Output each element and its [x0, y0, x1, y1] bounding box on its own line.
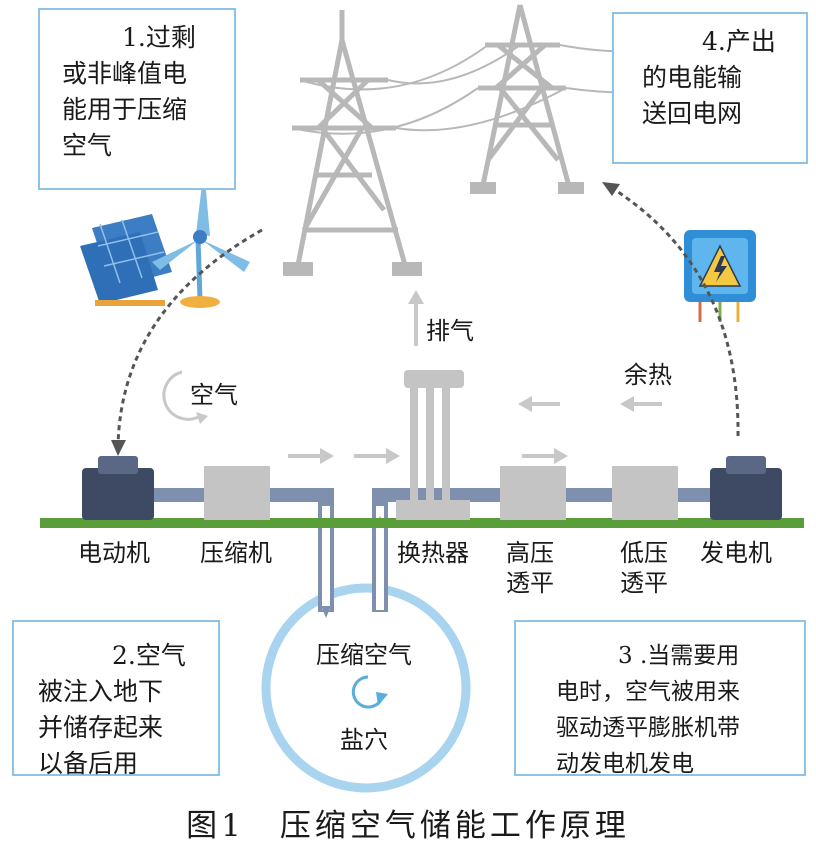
step3-line: 动发电机发电 [556, 751, 694, 777]
compressed-air-label: 压缩空气 [316, 641, 412, 669]
lp-turbine-label: 低压 透平 [620, 538, 668, 598]
heat-exchanger-machine [396, 370, 470, 520]
hp-turbine-machine [500, 466, 566, 520]
step1-line: 或非峰值电 [62, 59, 188, 88]
step1-line: 空气 [62, 131, 113, 160]
hp-turbine-label: 高压 透平 [506, 538, 554, 598]
step2-line: 并储存起来 [38, 713, 164, 742]
salt-cavern-circle [261, 583, 471, 793]
salt-cavern-label: 盐穴 [340, 726, 388, 754]
waste-heat-label: 余热 [624, 361, 672, 389]
step3-box: 3 .当需要用 电时，空气被用来 驱动透平膨胀机带 动发电机发电 [514, 620, 806, 777]
heat-exchanger-label: 换热器 [397, 539, 469, 567]
high-voltage-box-icon [684, 230, 756, 322]
rotation-arrow-icon [351, 675, 388, 709]
step4-line: 4.产出 [702, 27, 776, 56]
hp-turbine-label-line: 透平 [506, 569, 554, 597]
step2-line: 2.空气 [112, 641, 186, 670]
step3-line: 3 .当需要用 [618, 643, 740, 669]
motor-machine [82, 456, 154, 520]
generator-to-grid-arrow [611, 186, 740, 437]
lp-turbine-label-line: 低压 [620, 539, 668, 567]
lp-turbine-label-line: 透平 [620, 569, 668, 597]
step2-line: 以备后用 [38, 749, 139, 778]
compressor-machine [204, 466, 270, 520]
solar-panel-icon [80, 214, 172, 306]
air-label: 空气 [190, 381, 238, 409]
compressor-label: 压缩机 [200, 539, 272, 567]
step1-line: 能用于压缩 [62, 95, 188, 124]
hp-turbine-label-line: 高压 [506, 539, 554, 567]
generator-machine [710, 456, 782, 520]
figure-caption: 图1 压缩空气储能工作原理 [186, 808, 630, 844]
air-swirl-icon [162, 370, 201, 421]
power-to-motor-arrow [116, 228, 263, 449]
step1-line: 1.过剩 [122, 23, 196, 52]
step2-line: 被注入地下 [38, 677, 164, 706]
ground-line [40, 518, 804, 528]
flow-arrows [288, 290, 662, 464]
step4-line: 的电能输 [642, 63, 743, 92]
step3-line: 电时，空气被用来 [556, 679, 740, 705]
step2-box: 2.空气 被注入地下 并储存起来 以备后用 [12, 620, 220, 778]
generator-label: 发电机 [700, 539, 772, 567]
motor-label: 电动机 [78, 539, 150, 567]
step3-line: 驱动透平膨胀机带 [556, 715, 740, 741]
wind-turbine-icon [152, 168, 250, 308]
step1-box: 1.过剩 或非峰值电 能用于压缩 空气 [38, 8, 236, 190]
transmission-tower-icon [291, 4, 721, 266]
step4-line: 送回电网 [642, 99, 743, 128]
lp-turbine-machine [612, 466, 678, 520]
step4-box: 4.产出 的电能输 送回电网 [612, 12, 808, 164]
exhaust-label: 排气 [426, 317, 474, 345]
tower-footings [283, 182, 584, 276]
